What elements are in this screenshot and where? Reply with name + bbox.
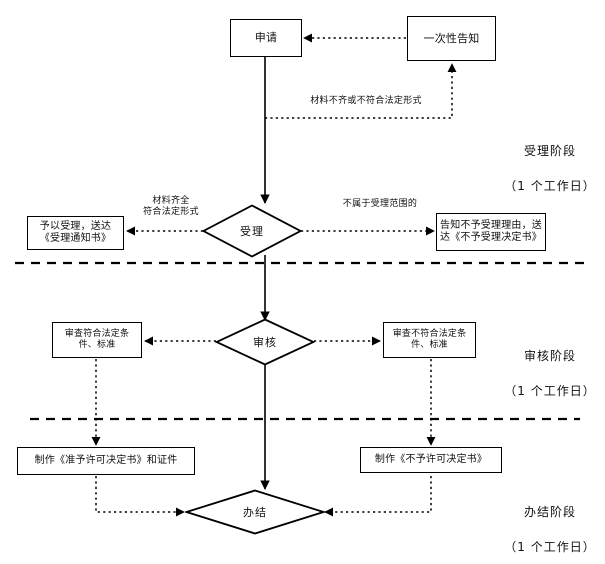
node-review-fail[interactable]: 审查不符合法定条 件、标准 (383, 322, 476, 358)
edge-label-incomplete-materials: 材料不齐或不符合法定形式 (310, 96, 422, 106)
stage-review-name: 审核阶段 (523, 349, 576, 364)
node-accept-no[interactable]: 告知不予受理理由，送 达《不予受理决定书》 (436, 213, 546, 251)
node-one-time-notice[interactable]: 一次性告知 (407, 16, 496, 61)
node-permit-grant[interactable]: 制作《准予许可决定书》和证件 (17, 447, 195, 475)
node-apply[interactable]: 申请 (230, 19, 302, 57)
edge-incomplete-to-notice (265, 63, 457, 119)
stage-complete-name: 办结阶段 (523, 505, 576, 520)
node-accept[interactable]: 受理 (202, 204, 302, 258)
stage-label-accept: 受理阶段 （1 个工作日） (495, 126, 605, 213)
stage-label-complete: 办结阶段 （1 个工作日） (495, 487, 605, 564)
node-complete-label: 办结 (243, 506, 267, 519)
stage-review-duration: （1 个工作日） (504, 384, 596, 399)
stage-accept-name: 受理阶段 (523, 144, 576, 159)
edge-label-out-of-scope: 不属于受理范围的 (342, 199, 418, 209)
stage-complete-duration: （1 个工作日） (504, 540, 596, 555)
node-accept-yes[interactable]: 予以受理，送达 《受理通知书》 (27, 216, 124, 250)
node-review-label: 审核 (253, 336, 277, 349)
node-complete[interactable]: 办结 (185, 489, 325, 535)
node-review-pass[interactable]: 审查符合法定条 件、标准 (52, 322, 142, 358)
edge-label-materials-complete: 材料齐全 符合法定形式 (143, 196, 199, 218)
node-permit-deny[interactable]: 制作《不予许可决定书》 (360, 447, 502, 473)
node-accept-label: 受理 (240, 225, 264, 238)
stage-accept-duration: （1 个工作日） (504, 179, 596, 194)
edge-deny-to-complete (324, 476, 432, 517)
node-review[interactable]: 审核 (215, 318, 315, 366)
stage-label-review: 审核阶段 （1 个工作日） (495, 331, 605, 418)
edge-grant-to-complete (95, 476, 185, 517)
